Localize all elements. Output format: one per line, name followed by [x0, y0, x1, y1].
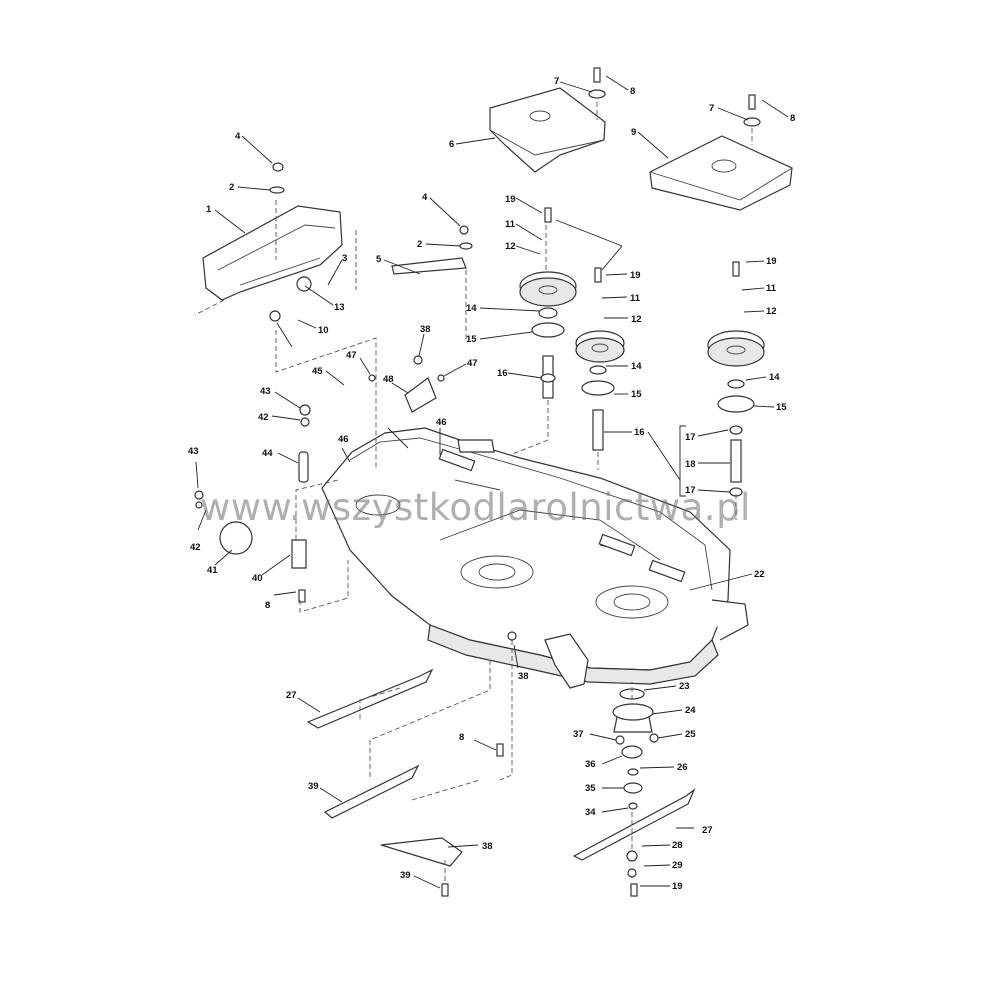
callout-5: 5 — [376, 254, 382, 265]
belt-cover-right — [649, 135, 793, 211]
callout-19-d: 19 — [672, 881, 683, 892]
callout-12-c: 12 — [766, 306, 777, 317]
callout-39: 41 — [207, 565, 218, 576]
callout-13: 13 — [334, 302, 345, 313]
callout-12-b: 12 — [631, 314, 642, 325]
callout-17-b: 17 — [685, 485, 696, 496]
assembly-lines — [194, 102, 753, 884]
callout-24: 24 — [685, 705, 696, 716]
hardware — [194, 67, 761, 897]
callout-14-b: 14 — [631, 361, 642, 372]
callout-11-c: 11 — [766, 283, 777, 294]
callout-14: 14 — [466, 303, 477, 314]
callout-16-b: 16 — [634, 427, 645, 438]
callout-26: 26 — [677, 762, 688, 773]
watermark-text: www.wszystkodlarolnictwa.pl — [200, 486, 751, 529]
callout-8-b: 8 — [790, 113, 795, 124]
callout-27-b: 27 — [702, 825, 713, 836]
callout-2-b: 2 — [417, 239, 422, 250]
callout-41: 43 — [188, 446, 199, 457]
callout-29: 29 — [672, 860, 683, 871]
callout-12: 12 — [505, 241, 516, 252]
callout-4: 4 — [235, 131, 241, 142]
callout-45-b: 47 — [467, 358, 478, 369]
callout-28: 28 — [672, 840, 683, 851]
callout-34-b: 38 — [518, 671, 529, 682]
callout-31: 35 — [585, 783, 596, 794]
callout-43: 45 — [312, 366, 323, 377]
callout-9: 9 — [631, 127, 636, 138]
callout-2: 2 — [229, 182, 234, 193]
spindle-pulley-left — [519, 271, 577, 399]
blade-37 — [323, 764, 420, 819]
callout-33: 37 — [573, 729, 584, 740]
spindle-pulley-center — [575, 330, 625, 451]
discharge-chute — [202, 205, 343, 322]
callout-40-b: 42 — [258, 412, 269, 423]
callout-41-b: 43 — [260, 386, 271, 397]
callout-11: 11 — [505, 219, 516, 230]
lower-spindle-assembly — [612, 688, 659, 810]
callout-8: 8 — [630, 86, 635, 97]
callout-6: 6 — [449, 139, 454, 150]
callout-18: 18 — [685, 459, 696, 470]
callout-10: 10 — [318, 325, 329, 336]
callout-8-d: 8 — [265, 600, 270, 611]
callout-36: 39 — [400, 870, 411, 881]
callout-44: 46 — [338, 434, 349, 445]
callout-42: 44 — [262, 448, 273, 459]
blade-27-left — [306, 668, 434, 729]
spindle-pulley-right — [707, 330, 765, 497]
callout-11-b: 11 — [630, 293, 641, 304]
callout-30: 34 — [585, 807, 596, 818]
blade-guard-35 — [380, 837, 463, 867]
callout-8-c: 8 — [459, 732, 464, 743]
belt-cover-left — [489, 87, 606, 173]
blade-27-right — [572, 788, 696, 861]
callout-4-b: 4 — [422, 192, 428, 203]
callout-27: 27 — [286, 690, 297, 701]
callout-16: 16 — [497, 368, 508, 379]
callout-40: 42 — [190, 542, 201, 553]
mower-deck — [321, 427, 749, 689]
callout-46: 48 — [383, 374, 394, 385]
callout-45: 47 — [346, 350, 357, 361]
leader-lines — [195, 75, 789, 889]
callout-15: 15 — [466, 334, 477, 345]
callout-37: 39 — [308, 781, 319, 792]
callout-22: 22 — [754, 569, 765, 580]
callout-labels: 1 2 4 3 13 10 5 4 2 6 7 8 9 7 8 19 11 12… — [188, 76, 795, 892]
callout-17: 17 — [685, 432, 696, 443]
callout-15-c: 15 — [776, 402, 787, 413]
callout-23: 23 — [679, 681, 690, 692]
callout-1: 1 — [206, 204, 212, 215]
callout-7-b: 7 — [709, 103, 714, 114]
callout-32: 36 — [585, 759, 596, 770]
callout-25: 25 — [685, 729, 696, 740]
callout-44-b: 46 — [436, 417, 447, 428]
callout-19-b: 19 — [630, 270, 641, 281]
callout-19: 19 — [505, 194, 516, 205]
callout-15-b: 15 — [631, 389, 642, 400]
callout-19-c: 19 — [766, 256, 777, 267]
callout-34: 38 — [420, 324, 431, 335]
callout-38: 40 — [252, 573, 263, 584]
callout-7: 7 — [554, 76, 559, 87]
callout-14-c: 14 — [769, 372, 780, 383]
callout-35: 38 — [482, 841, 493, 852]
parts-layer — [194, 67, 793, 897]
callout-3: 3 — [342, 253, 347, 264]
